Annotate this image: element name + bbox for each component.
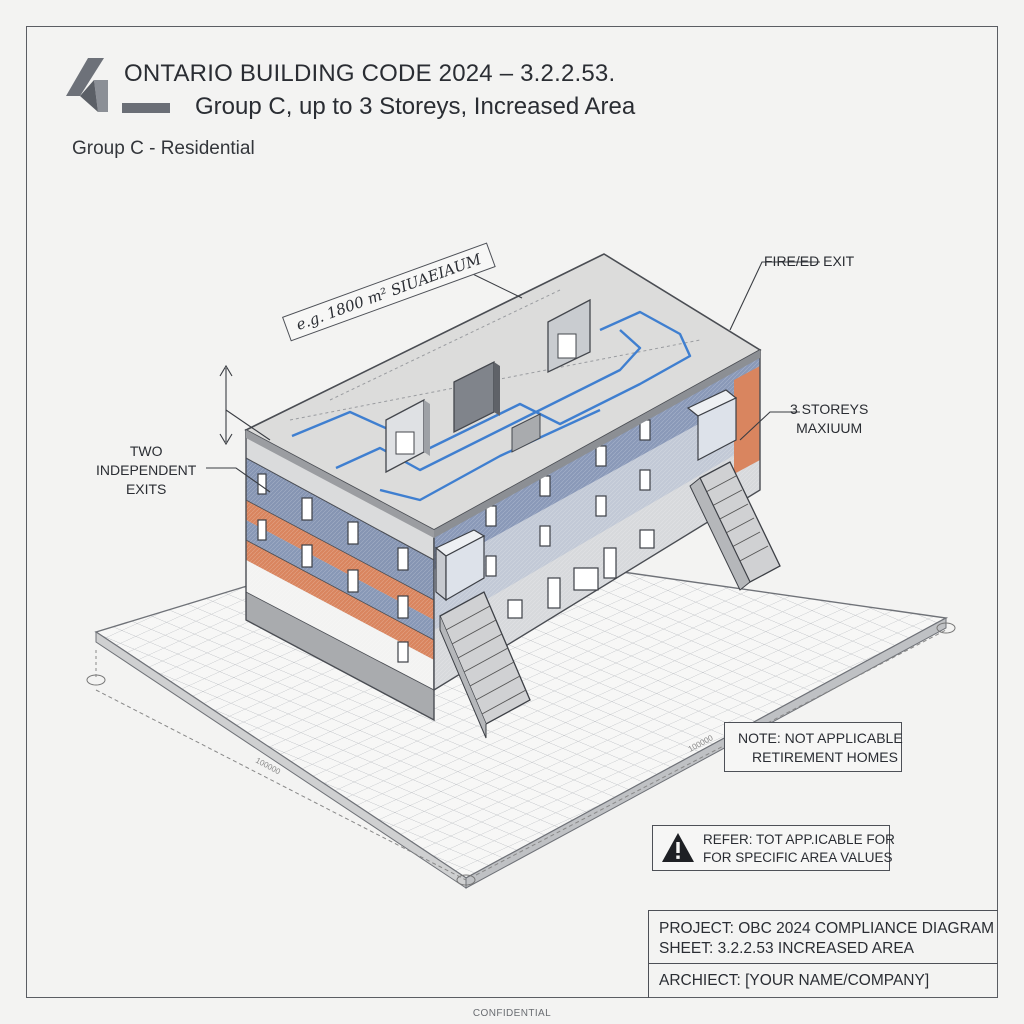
warning-triangle-icon [662, 833, 694, 862]
note-line1: NOTE: NOT APPLICABLE [738, 730, 903, 746]
exits-callout-line3: EXITS [125, 481, 167, 497]
page-subtitle: Group C, up to 3 Storeys, Increased Area [195, 93, 636, 120]
note-line2: RETIREMENT HOMES [752, 749, 898, 765]
roof-structures [385, 298, 591, 474]
occupancy-group-label: Group C - Residential [72, 138, 255, 159]
warning-text: REFER: TOT APP.ICABLE FOR FOR SPECIFIC A… [703, 831, 895, 867]
storeys-callout: 3 STOREYS MAXIUUM [790, 400, 868, 438]
roof [244, 253, 762, 538]
retirement-homes-note: NOTE: NOT APPLICABLE RETIREMENT HOMES [724, 722, 903, 772]
balconies [434, 389, 738, 602]
architect-label: ARCHIECT: [YOUR NAME/COMPANY] [659, 972, 930, 989]
left-exit-stair [439, 591, 531, 739]
front-windows [485, 419, 655, 619]
logo-icon [66, 58, 108, 112]
sheet-label: SHEET: 3.2.2.53 INCREASED AREA [659, 940, 914, 957]
project-label: PROJECT: OBC 2024 COMPLIANCE DIAGRAM [659, 920, 995, 937]
exits-callout-line2: INDEPENDENT [96, 462, 197, 478]
storeys-callout-line2: MAXIUUM [796, 420, 863, 436]
sheet-border [26, 26, 998, 998]
title-block-project-sheet: PROJECT: OBC 2024 COMPLIANCE DIAGRAM SHE… [659, 919, 994, 959]
storeys-callout-line1: 3 STOREYS [790, 401, 869, 417]
confidential-footer: CONFIDENTIAL [472, 1008, 552, 1019]
left-windows [257, 473, 409, 663]
fire-exit-callout: FIRE/ED EXIT [764, 253, 855, 269]
exits-callout-line1: TWO [129, 443, 163, 459]
right-exit-stair [689, 461, 781, 591]
warning-line2: FOR SPECIFIC AREA VALUES [703, 850, 893, 865]
logo-bar [122, 103, 170, 113]
refer-warning-box: REFER: TOT APP.ICABLE FOR FOR SPECIFIC A… [652, 825, 895, 871]
title-block-divider [649, 963, 998, 964]
warning-line1: REFER: TOT APP.ICABLE FOR [703, 832, 895, 847]
page-title: ONTARIO BUILDING CODE 2024 – 3.2.2.53. [124, 60, 616, 87]
title-block: PROJECT: OBC 2024 COMPLIANCE DIAGRAM SHE… [648, 910, 998, 998]
exits-callout: TWO INDEPENDENT EXITS [96, 442, 196, 499]
